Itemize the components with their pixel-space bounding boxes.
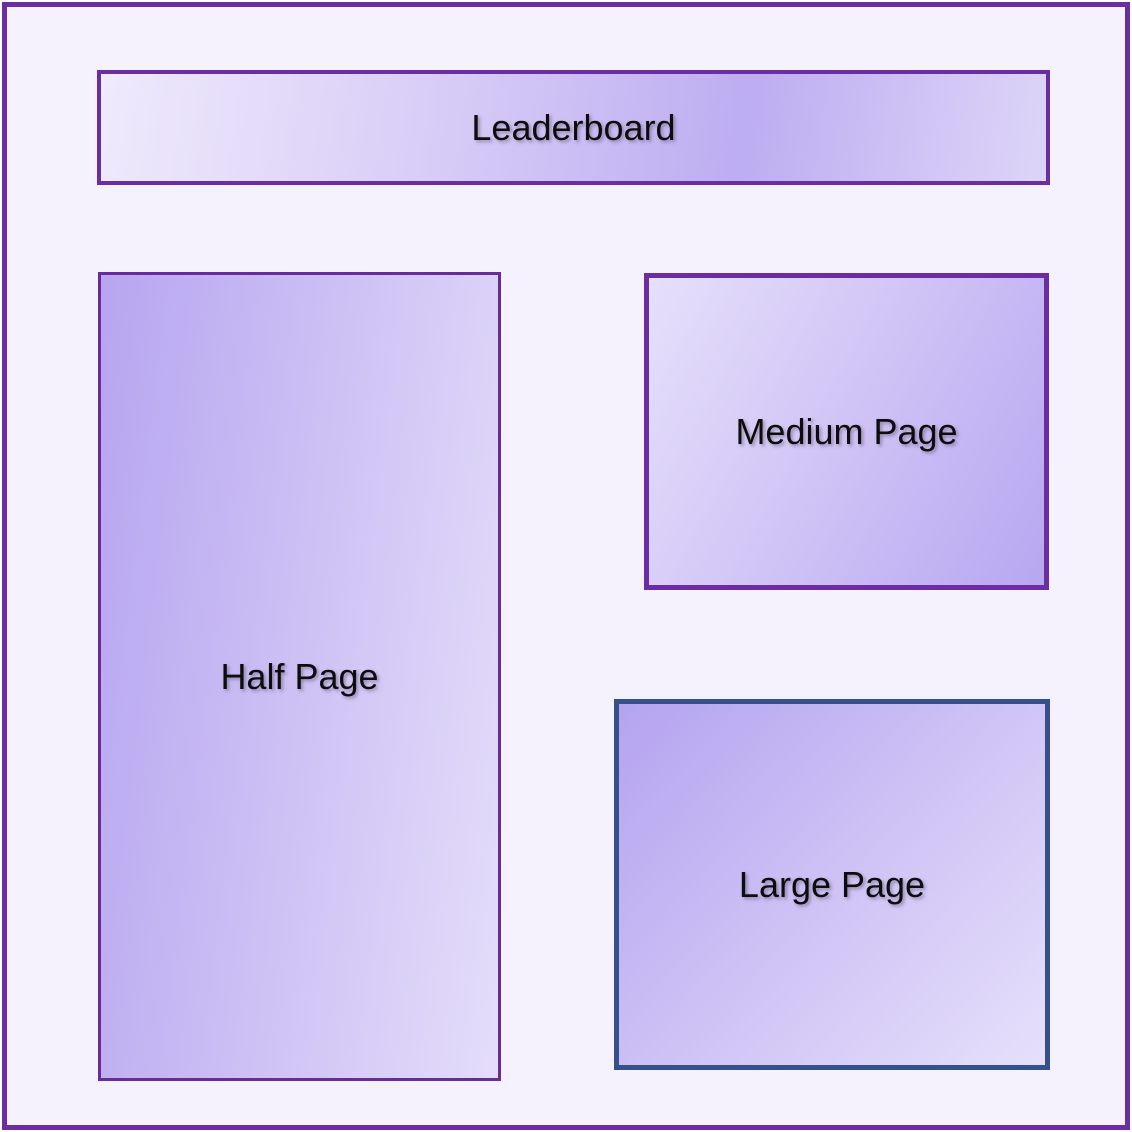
- medium-page-label: Medium Page: [735, 410, 958, 452]
- medium-page-box: Medium Page: [644, 273, 1049, 590]
- half-page-label: Half Page: [220, 655, 379, 697]
- large-page-box: Large Page: [614, 699, 1050, 1070]
- large-page-label: Large Page: [738, 863, 926, 905]
- leaderboard-box: Leaderboard: [97, 70, 1050, 185]
- half-page-box: Half Page: [98, 272, 501, 1081]
- leaderboard-label: Leaderboard: [471, 106, 676, 148]
